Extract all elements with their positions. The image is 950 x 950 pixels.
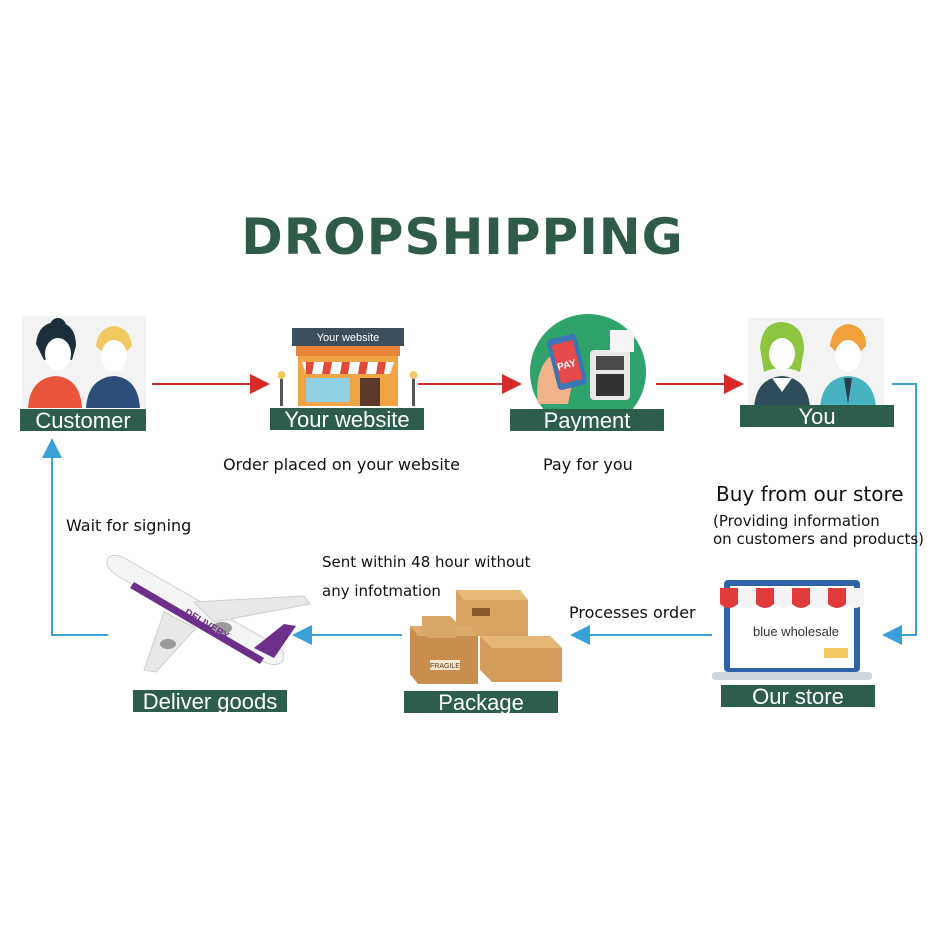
pay-screen-text: PAY [556,358,577,373]
payment-label: Payment [510,409,664,431]
customer-label: Customer [20,409,146,431]
note-providing-line2: on customers and products) [713,530,925,548]
payment-icon: PAY [530,314,646,414]
store-screen-text: blue wholesale [753,624,839,639]
storefront-sign-text: Your website [317,332,380,344]
package-icon: FRAGILE [410,590,562,684]
you-label: You [740,405,894,427]
customer-icon [22,316,146,408]
note-pay-for-you: Pay for you [543,455,633,474]
note-order-placed: Order placed on your website [223,455,460,474]
note-providing-line1: (Providing information [713,512,880,530]
page-title: DROPSHIPPING [241,208,684,266]
storefront-icon: Your website [278,328,418,406]
arrow-you-to-store [882,383,917,645]
store-laptop-icon: blue wholesale [712,580,872,680]
package-label: Package [404,691,558,713]
deliver-label: Deliver goods [133,690,287,712]
note-buy-from-store: Buy from our store [716,482,904,506]
note-sent-line2: any infotmation [322,582,441,600]
you-icon [748,318,884,408]
fragile-text: FRAGILE [430,663,460,670]
arrow-deliver-to-customer [42,438,108,636]
our-store-label: Our store [721,685,875,707]
website-label: Your website [270,408,424,430]
note-wait-signing: Wait for signing [66,516,192,535]
airplane-icon: DELIVERY [106,554,311,673]
note-processes-order: Processes order [569,603,696,622]
note-sent-line1: Sent within 48 hour without [322,553,531,571]
